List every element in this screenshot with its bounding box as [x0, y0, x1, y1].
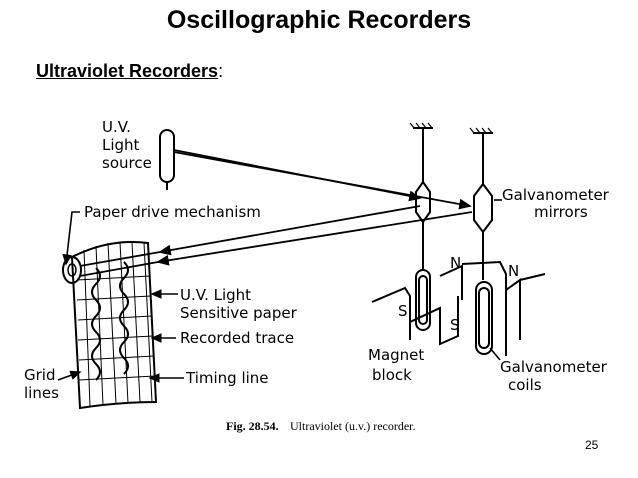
label-grid-lines-2: lines	[24, 384, 59, 402]
slide-number: 25	[585, 438, 599, 452]
label-uv-light-source-1: U.V.	[102, 118, 131, 136]
label-galvanometer-mirrors-1: Galvanometer	[502, 186, 610, 204]
label-magnet-block-2: block	[372, 366, 412, 384]
label-uv-paper-2: Sensitive paper	[180, 304, 298, 322]
uv-lamp	[159, 129, 175, 190]
uv-sensitive-paper	[62, 240, 158, 410]
label-magnet-block-1: Magnet	[368, 346, 424, 364]
leader-lines	[57, 199, 502, 383]
figure-caption-text: Ultraviolet (u.v.) recorder.	[290, 419, 416, 433]
label-north-right: N	[508, 262, 519, 280]
galvanometer-mirrors	[409, 122, 493, 280]
figure-caption-number: Fig. 28.54.	[226, 419, 279, 433]
subtitle-text: Ultraviolet Recorders	[36, 61, 219, 81]
magnet-block	[371, 260, 546, 356]
slide-title: Oscillographic Recorders	[166, 6, 472, 34]
label-uv-light-source-2: Light	[102, 136, 140, 154]
label-timing-line: Timing line	[185, 369, 269, 387]
label-uv-light-source-3: source	[102, 154, 152, 172]
label-galvanometer-mirrors-2: mirrors	[534, 203, 588, 221]
subtitle-colon: :	[218, 61, 224, 81]
label-paper-drive-mechanism: Paper drive mechanism	[84, 203, 261, 221]
label-south-left: S	[398, 302, 408, 320]
label-galvanometer-coils-1: Galvanometer	[500, 358, 608, 376]
label-recorded-trace: Recorded trace	[180, 329, 294, 347]
label-uv-paper-1: U.V. Light	[180, 286, 251, 304]
label-grid-lines-1: Grid	[24, 366, 55, 384]
label-galvanometer-coils-2: coils	[508, 376, 542, 394]
label-north-left: N	[450, 254, 461, 272]
label-south-right: S	[450, 316, 460, 334]
slide-subtitle: Ultraviolet Recorders:	[36, 61, 223, 82]
